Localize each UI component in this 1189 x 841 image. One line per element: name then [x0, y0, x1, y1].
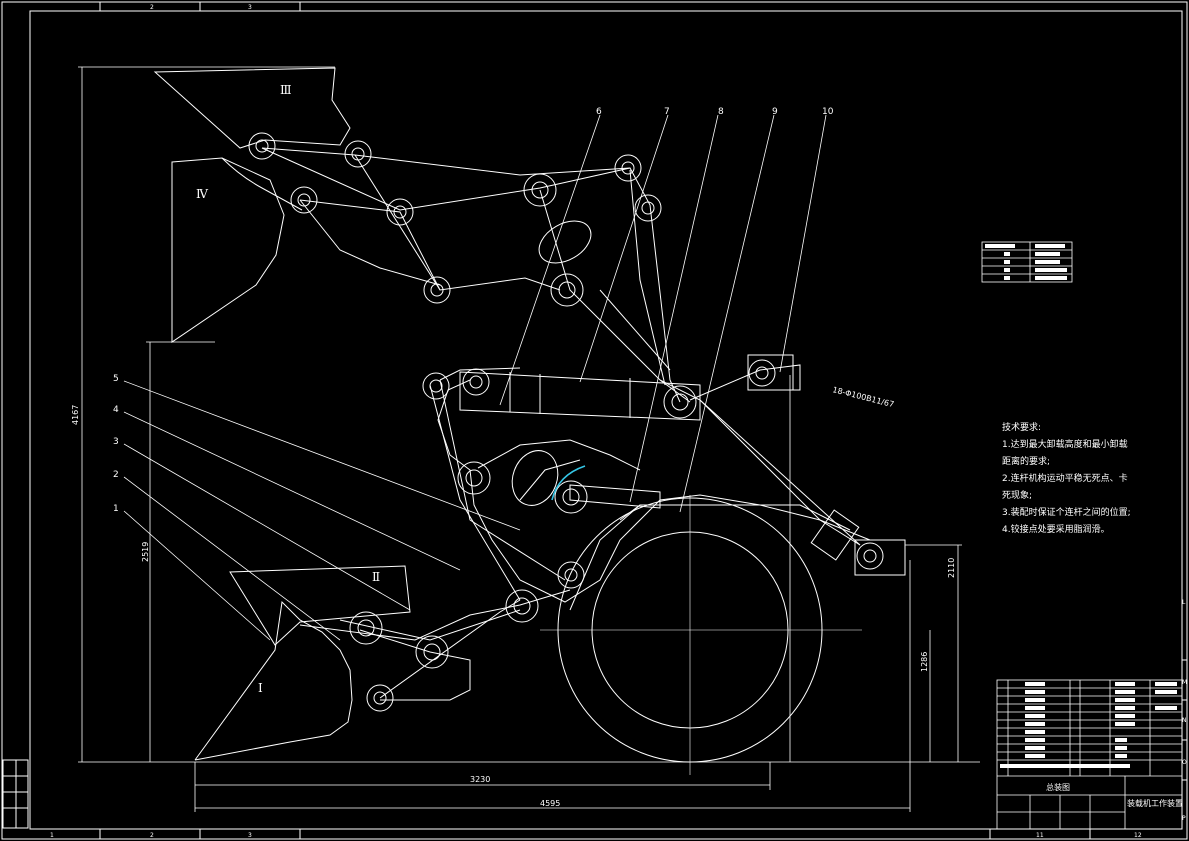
title-block: [996, 679, 1183, 830]
zone-bottom-3: 3: [248, 832, 252, 839]
tech-req-line-1: 1.达到最大卸载高度和最小卸载: [1002, 438, 1128, 450]
zone-top-2: 2: [150, 4, 154, 11]
drawing-title: 总装图: [1046, 782, 1070, 792]
tech-req-line-6: 4.铰接点处要采用脂润滑。: [1002, 523, 1110, 535]
label-bucket-IV: Ⅳ: [196, 187, 209, 201]
boom-arm: [437, 379, 871, 603]
drawing-name: 装载机工作装置: [1127, 798, 1183, 808]
bucket-position-IV: [171, 157, 285, 343]
zone-right-N: N: [1182, 717, 1187, 724]
highlight-arc: [551, 465, 586, 501]
part-10: 10: [822, 107, 834, 117]
part-7: 7: [664, 107, 670, 117]
part-number-labels: 1 2 3 4 5 6 7 8 9 10: [113, 107, 834, 514]
dim-lower-height: 1286: [920, 652, 929, 672]
zone-right-M: M: [1182, 679, 1187, 686]
dim-total-height: 4167: [71, 405, 80, 425]
region-roman-labels: Ⅰ Ⅱ Ⅲ Ⅳ: [196, 83, 380, 695]
tech-req-line-2: 距离的要求;: [1002, 455, 1050, 467]
lift-cylinder: [569, 484, 661, 509]
parts-list-rows: [1000, 682, 1177, 768]
zone-bottom-1: 1: [50, 832, 54, 839]
loader-mechanism: [153, 67, 906, 775]
part-9: 9: [772, 107, 778, 117]
zone-bottom-11: 11: [1036, 832, 1044, 839]
pin-joints: [248, 132, 884, 712]
technical-requirements: 技术要求: 1.达到最大卸载高度和最小卸载 距离的要求; 2.连杆机构运动平稳无…: [1002, 421, 1131, 535]
part-8: 8: [718, 107, 724, 117]
tech-req-line-4: 死现象;: [1002, 489, 1032, 501]
label-bucket-II: Ⅱ: [372, 570, 380, 584]
dim-right-height: 2110: [947, 558, 956, 578]
position-table-content: [985, 244, 1067, 280]
label-bucket-III: Ⅲ: [280, 83, 292, 97]
dim-width-total: 4595: [540, 799, 560, 808]
label-bucket-I: Ⅰ: [258, 681, 263, 695]
bucket-position-I: [194, 600, 353, 761]
tech-req-title: 技术要求:: [1002, 421, 1041, 433]
position-table: [981, 241, 1073, 283]
part-6: 6: [596, 107, 602, 117]
zone-right-P: P: [1182, 815, 1186, 822]
leader-lines: [123, 114, 827, 641]
bucket-position-III: [153, 67, 351, 149]
tilt-cylinder: [459, 371, 701, 421]
dimension-lines: [78, 66, 980, 812]
part-2: 2: [113, 470, 119, 480]
zone-bottom-12: 12: [1134, 832, 1142, 839]
zone-right-L: L: [1182, 599, 1186, 606]
zone-bottom-2: 2: [150, 832, 154, 839]
zone-top-3: 3: [248, 4, 252, 11]
cylinder-note: 18-Φ100B11/67: [832, 385, 895, 409]
dim-hinge-height: 2519: [141, 542, 150, 562]
zone-right-O: O: [1182, 759, 1187, 766]
part-4: 4: [113, 405, 119, 415]
zone-markers: 2 3 1 2 3 11 12 L M N O P: [50, 4, 1187, 839]
part-5: 5: [113, 374, 119, 384]
dim-width-inner: 3230: [470, 775, 490, 784]
tech-req-line-3: 2.连杆机构运动平稳无死点、卡: [1002, 472, 1128, 484]
title-block-texts: 总装图 装载机工作装置: [1046, 782, 1183, 808]
part-3: 3: [113, 437, 119, 447]
part-1: 1: [113, 504, 119, 514]
tech-req-line-5: 3.装配时保证个连杆之间的位置;: [1002, 506, 1131, 518]
